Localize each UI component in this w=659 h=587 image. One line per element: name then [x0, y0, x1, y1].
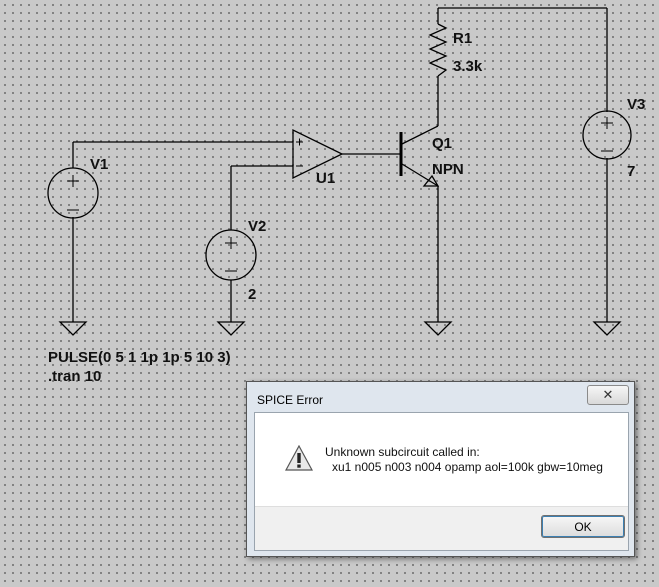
error-message-line2: xu1 n005 n003 n004 opamp aol=100k gbw=10…: [332, 460, 603, 474]
warning-icon: [285, 445, 313, 471]
tran-directive[interactable]: .tran 10: [48, 368, 102, 385]
ground-symbol: [216, 321, 246, 336]
error-message-line1: Unknown subcircuit called in:: [325, 445, 480, 459]
ground-symbol: [592, 321, 622, 336]
v2-value-label: 2: [248, 286, 257, 303]
r1-value-label: 3.3k: [453, 58, 483, 75]
wires: [72, 7, 608, 322]
resistor-r1[interactable]: [428, 23, 448, 77]
close-icon: ✕: [602, 387, 614, 402]
opamp-u1[interactable]: [292, 128, 344, 180]
voltage-source-v3[interactable]: [582, 110, 632, 160]
u1-name-label: U1: [316, 170, 336, 187]
dialog-body: Unknown subcircuit called in: xu1 n005 n…: [254, 412, 629, 551]
transistor-q1[interactable]: [399, 125, 440, 187]
voltage-source-v1[interactable]: [47, 167, 99, 219]
voltage-source-v2[interactable]: [205, 229, 257, 281]
v3-name-label: V3: [627, 96, 646, 113]
pulse-directive[interactable]: PULSE(0 5 1 1p 1p 5 10 3): [48, 349, 231, 366]
dialog-title: SPICE Error: [257, 393, 324, 407]
q1-name-label: Q1: [432, 135, 453, 152]
spice-error-dialog: SPICE Error ✕ Unknown subcircuit called …: [246, 381, 635, 557]
ground-symbol: [58, 321, 88, 336]
v1-name-label: V1: [90, 156, 109, 173]
close-button[interactable]: ✕: [587, 385, 629, 405]
r1-name-label: R1: [453, 30, 473, 47]
q1-value-label: NPN: [432, 161, 464, 178]
v3-value-label: 7: [627, 163, 636, 180]
v2-name-label: V2: [248, 218, 267, 235]
ground-symbol: [423, 321, 453, 336]
ok-button[interactable]: OK: [541, 515, 625, 538]
